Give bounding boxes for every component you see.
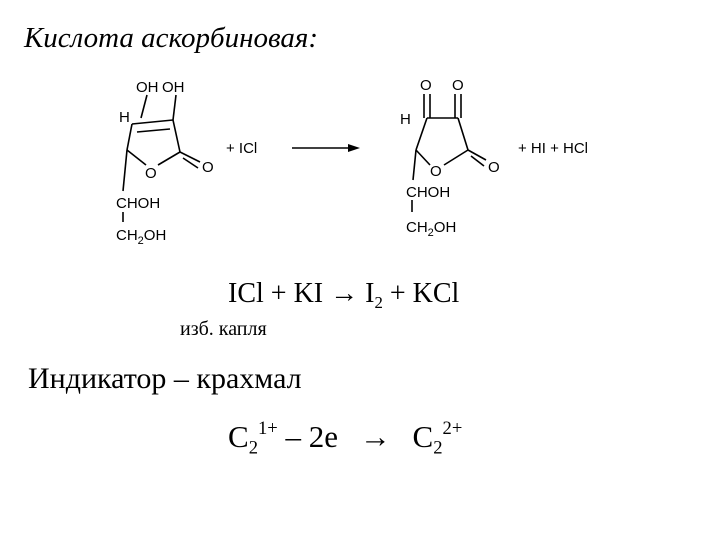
product-chain1-label: CHOH [406, 184, 450, 201]
equation2-c1: C [228, 419, 249, 455]
equation2-c1-sub: 2 [248, 437, 258, 459]
equation2-c1-sup: 1+ [257, 418, 278, 439]
reaction-scheme: OH OH H O O CHOH CH2OH + ICl O O H O O C… [116, 77, 588, 247]
product-h-label: H [400, 111, 411, 128]
reactant-h-label: H [119, 109, 130, 126]
equation2-arrow: → [359, 419, 391, 455]
product-carbonyl-o-label: O [488, 159, 500, 176]
equation1-arrow: → [330, 278, 359, 309]
reactant-carbonyl-o-label: O [202, 159, 214, 176]
reaction-arrow [292, 144, 360, 152]
equation-icl-ki: ICl + KI → I2 + KCl [228, 278, 459, 313]
dehydroascorbic-acid-structure [411, 94, 487, 212]
reactant-chain2-label: CH2OH [116, 227, 166, 247]
equation1-iodine-sub: 2 [374, 292, 383, 312]
equation-carbon-oxidation: C21+ – 2e → C22+ [228, 418, 462, 460]
equation2-c2-sub: 2 [433, 437, 443, 459]
reactant-oh2-label: OH [162, 79, 185, 96]
product-chain2-label: CH2OH [406, 219, 456, 239]
page-title: Кислота аскорбиновая: [24, 22, 319, 54]
excess-drop-note: изб. капля [180, 318, 267, 340]
equation2-c2: C [404, 419, 434, 455]
equation1-right: + KCl [382, 278, 460, 309]
equation1-iodine: I [358, 278, 375, 309]
equation1-left: ICl + KI [228, 278, 331, 309]
byproducts-label: + HI + HCl [518, 140, 588, 157]
indicator-text: Индикатор – крахмал [28, 362, 302, 395]
reactant-ring-o-label: O [145, 165, 157, 182]
ascorbic-acid-structure [122, 94, 201, 222]
reagent-label: + ICl [226, 140, 257, 157]
product-ring-o-label: O [430, 163, 442, 180]
product-o1-label: O [420, 77, 432, 94]
product-o2-label: O [452, 77, 464, 94]
reactant-chain1-label: CHOH [116, 195, 160, 212]
reactant-oh1-label: OH [136, 79, 159, 96]
equation2-minus: – 2e [277, 419, 346, 455]
equation2-c2-sup: 2+ [442, 418, 463, 439]
